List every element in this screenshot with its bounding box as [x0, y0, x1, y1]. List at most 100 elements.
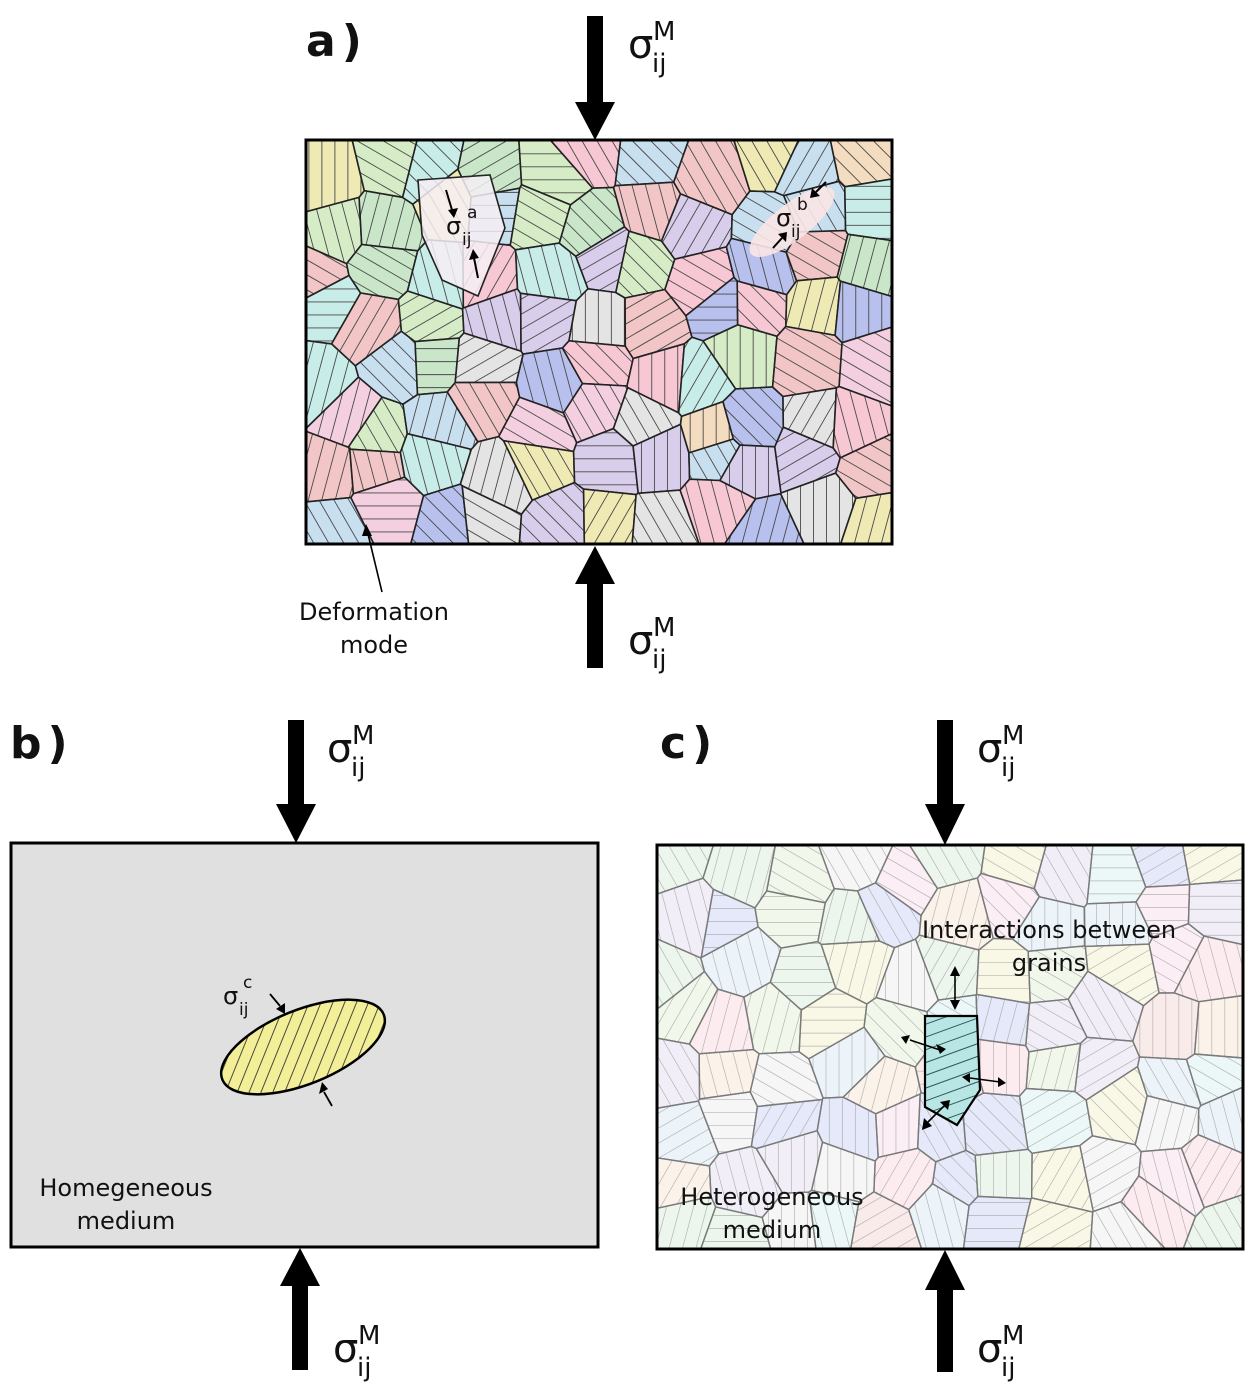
panel-a-frame: [304, 138, 894, 546]
grain: [397, 290, 465, 343]
grain: [660, 192, 734, 261]
sigma-c-symbol: σ: [223, 982, 238, 1010]
grain: [1025, 998, 1088, 1053]
sigma-superscript-m: M: [653, 17, 675, 47]
grain-b-stress: σ ij b: [749, 181, 835, 258]
sigma-superscript-m: M: [352, 721, 374, 751]
grain: [1193, 994, 1243, 1059]
sigma-subscript: ij: [1001, 753, 1015, 783]
sigma-symbol: σ: [333, 1326, 358, 1372]
inclusion-sigma: σ ij c: [223, 973, 252, 1020]
grain: [754, 890, 827, 949]
panel-a-bottom-arrow: [575, 546, 615, 668]
sigma-subscript: ij: [652, 49, 666, 79]
heterogeneous-medium-grains: [657, 845, 1243, 1249]
sigma-superscript-m: M: [653, 613, 675, 643]
sigma-c-superscript: c: [243, 973, 252, 993]
grain: [834, 431, 892, 500]
grain: [679, 478, 757, 544]
sigma-a-symbol: σ: [446, 212, 461, 240]
sigma-symbol: σ: [628, 22, 653, 68]
inclusion-stress-arrows: [269, 993, 333, 1107]
highlighted-grain: [923, 1014, 982, 1127]
sigma-symbol: σ: [977, 1326, 1002, 1372]
grain: [836, 233, 892, 298]
sigma-superscript-m: M: [1002, 1321, 1024, 1351]
homogeneous-caption-line1: Homegeneous: [39, 1174, 212, 1202]
panel-c-top-sigma: σ ij M: [977, 721, 1024, 783]
grain: [1197, 1085, 1243, 1156]
sigma-b-superscript: b: [797, 195, 808, 215]
grain: [568, 287, 627, 348]
grain: [582, 488, 637, 544]
panel-b-top-arrow: [276, 720, 316, 843]
panel-a-top-sigma: σ ij M: [628, 17, 675, 79]
panel-b-bottom-arrow: [280, 1248, 320, 1370]
grain: [1030, 1144, 1095, 1213]
grain: [834, 280, 892, 344]
grain: [820, 940, 896, 1005]
panel-a-top-arrow: [575, 16, 615, 140]
grain: [779, 472, 857, 544]
deformation-caption-line1: Deformation: [299, 598, 449, 626]
panel-a-bottom-sigma: σ ij M: [628, 613, 675, 675]
grain: [1134, 1094, 1200, 1153]
interaction-caption-line1: Interactions between: [922, 916, 1176, 944]
sigma-a-superscript: a: [467, 203, 477, 223]
grain: [708, 1145, 784, 1219]
sigma-superscript-m: M: [1002, 721, 1024, 751]
interaction-arrows: [901, 966, 1006, 1130]
grain: [1085, 1065, 1148, 1146]
sigma-a-subscript: ij: [462, 230, 471, 250]
sigma-symbol: σ: [977, 726, 1002, 772]
grain: [785, 229, 849, 282]
deformation-mode-pointer: [362, 524, 383, 593]
grain: [914, 934, 980, 1001]
grain: [614, 140, 691, 187]
sigma-b-symbol: σ: [776, 204, 791, 232]
sigma-subscript: ij: [357, 1353, 371, 1383]
sigma-superscript-m: M: [358, 1321, 380, 1351]
sigma-b-subscript: ij: [791, 222, 800, 242]
grain: [348, 448, 406, 495]
panel-b-bottom-sigma: σ ij M: [333, 1321, 380, 1383]
grain: [1017, 1197, 1094, 1249]
sigma-c-subscript: ij: [239, 1000, 248, 1020]
grain: [572, 427, 640, 496]
panel-b-top-sigma: σ ij M: [327, 721, 374, 783]
deformation-caption-line2: mode: [340, 631, 408, 659]
sigma-subscript: ij: [652, 645, 666, 675]
grain: [961, 1092, 1029, 1157]
homogeneous-caption-line2: medium: [77, 1207, 176, 1235]
heterogeneous-caption-line1: Heterogeneous: [680, 1183, 863, 1211]
panel-c-bottom-arrow: [925, 1250, 965, 1372]
grain: [562, 382, 629, 444]
grain-a-stress: σ ij a: [417, 174, 506, 298]
panel-c-top-arrow: [925, 720, 965, 845]
panel-c-bottom-sigma: σ ij M: [977, 1321, 1024, 1383]
grain: [698, 1048, 760, 1100]
grain: [358, 189, 429, 252]
interaction-caption-line2: grains: [1012, 949, 1086, 977]
grain: [784, 276, 842, 337]
heterogeneous-medium-frame: [655, 843, 1245, 1251]
grain: [1132, 992, 1200, 1061]
panel-b-label: b): [10, 718, 74, 769]
grain: [1180, 1133, 1243, 1209]
grain: [743, 981, 803, 1055]
grain: [518, 481, 586, 544]
panel-a-label: a): [306, 16, 368, 67]
sigma-subscript: ij: [1001, 1353, 1015, 1383]
grain: [1181, 845, 1243, 886]
grain: [1187, 879, 1243, 946]
panel-c-label: c): [660, 718, 718, 769]
grain: [873, 1147, 937, 1211]
heterogeneous-caption-line2: medium: [723, 1216, 822, 1244]
sigma-subscript: ij: [351, 753, 365, 783]
sigma-symbol: σ: [628, 618, 653, 664]
grain: [808, 1189, 860, 1249]
grain: [975, 937, 1031, 1005]
panel-a-polycrystal: [306, 140, 892, 544]
grain: [664, 245, 735, 317]
